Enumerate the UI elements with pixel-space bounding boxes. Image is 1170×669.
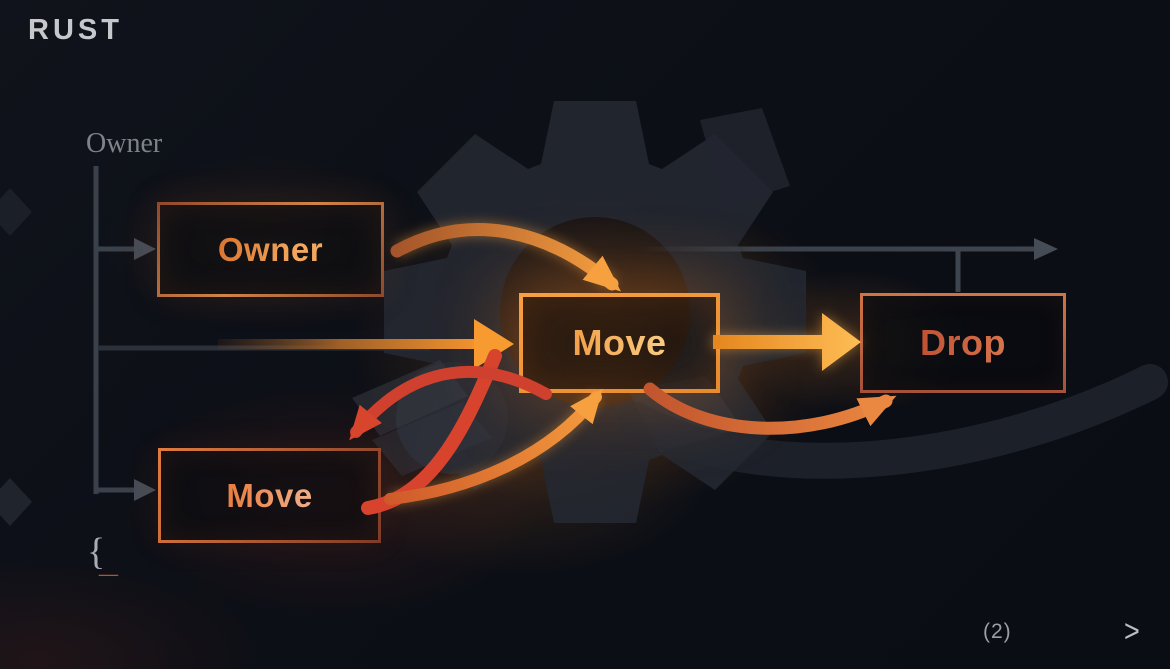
code-brace: { xyxy=(87,531,106,573)
node-move-bottom: Move xyxy=(158,448,381,543)
node-move-center-label: Move xyxy=(572,322,667,363)
node-move-center: Move xyxy=(519,293,720,393)
branch-arrowhead-move xyxy=(134,479,156,501)
rust-logo: RUST xyxy=(28,14,123,46)
page-indicator: (2) xyxy=(983,620,1012,643)
node-owner-label: Owner xyxy=(217,230,324,268)
node-owner: Owner xyxy=(157,202,384,297)
corner-glow xyxy=(0,555,270,669)
side-owner-label: Owner xyxy=(86,128,163,159)
code-cursor: _ xyxy=(99,542,118,580)
timeline-arrowhead xyxy=(1034,238,1058,260)
node-drop-label: Drop xyxy=(920,322,1006,363)
chevron-right-icon[interactable]: > xyxy=(1124,614,1140,649)
branch-arrowhead-owner xyxy=(134,238,156,260)
node-move-bottom-label: Move xyxy=(226,476,313,514)
node-drop: Drop xyxy=(860,293,1066,393)
